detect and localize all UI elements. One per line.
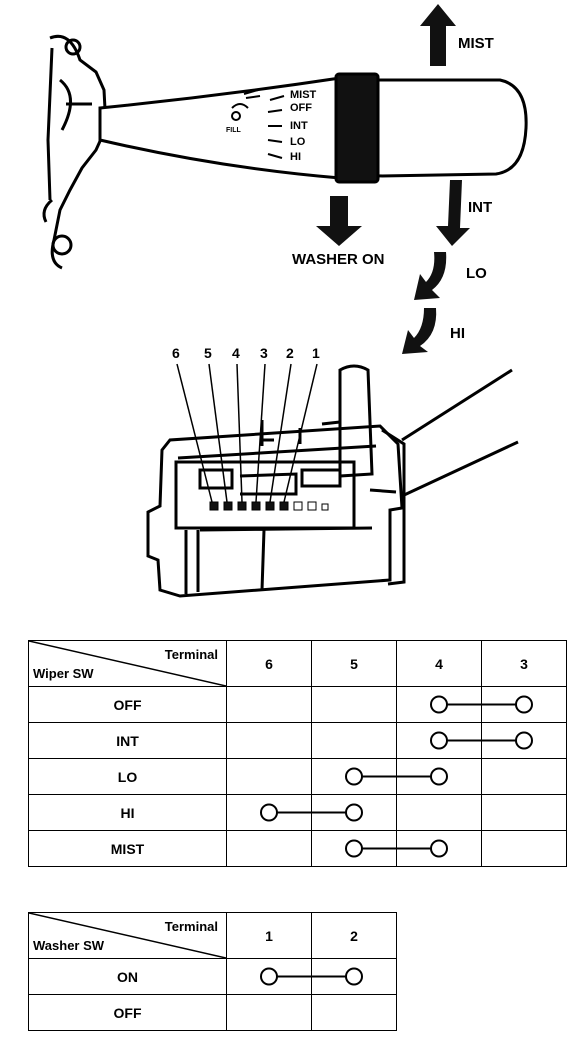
lever-label-lo: LO (290, 136, 306, 148)
label-lo: LO (466, 265, 487, 282)
header-washer-sw-label: Washer SW (33, 938, 105, 953)
label-hi: HI (450, 325, 465, 342)
direction-arrows (316, 4, 470, 354)
terminal-number-4: 4 (232, 345, 240, 361)
connector-body (146, 364, 519, 598)
washer-table-header-row: Terminal Washer SW 1 2 (28, 912, 397, 959)
terminal-number-5: 5 (204, 345, 212, 361)
row-label-mist: MIST (28, 830, 227, 867)
lever-label-off: OFF (290, 102, 312, 114)
terminal-leader-lines (176, 363, 318, 503)
wiper-lever (98, 72, 528, 184)
row-label-lo: LO (28, 758, 227, 795)
switch-diagram: MIST OFF INT LO HI FILL MIST I (42, 4, 528, 598)
row-label-int: INT (28, 722, 227, 759)
terminal-header-1: 1 (226, 912, 312, 959)
connector-pins (209, 501, 329, 511)
terminal-numbers: 6 5 4 3 2 1 (172, 345, 320, 361)
terminal-header-4: 4 (396, 640, 482, 687)
terminal-header-2: 2 (311, 912, 397, 959)
hi-arrow-icon (402, 308, 437, 354)
header-wiper-sw-label: Wiper SW (33, 666, 94, 681)
terminal-header-5: 5 (311, 640, 397, 687)
terminal-number-1: 1 (312, 345, 320, 361)
wiper-table-header-row: Terminal Wiper SW 6 5 4 3 (28, 640, 567, 687)
terminal-number-6: 6 (172, 345, 180, 361)
label-washer-on: WASHER ON (292, 251, 385, 268)
label-int: INT (468, 199, 492, 216)
direction-labels: MIST INT LO HI WASHER ON (292, 35, 494, 342)
header-terminal-label: Terminal (164, 647, 218, 662)
lever-label-mist: MIST (290, 89, 317, 101)
row-label-on: ON (28, 958, 227, 995)
washer-fluid-icon (231, 89, 261, 121)
label-mist: MIST (458, 35, 494, 52)
header-terminal-label: Terminal (164, 919, 218, 934)
mist-arrow-icon (420, 4, 456, 66)
row-label-off: OFF (28, 686, 227, 723)
table-row: ON (28, 958, 397, 995)
lo-arrow-icon (414, 252, 447, 300)
terminal-header-3: 3 (481, 640, 567, 687)
terminal-number-3: 3 (260, 345, 268, 361)
row-label-off: OFF (28, 994, 227, 1031)
table-row: MIST (28, 830, 567, 867)
table-row: OFF (28, 686, 567, 723)
terminal-header-6: 6 (226, 640, 312, 687)
table-row: OFF (28, 994, 397, 1031)
table-row: LO (28, 758, 567, 795)
int-arrow-icon (436, 180, 470, 246)
washer-switch-continuity-table: Terminal Washer SW 1 2 ON OFF (28, 912, 397, 1031)
table-row: INT (28, 722, 567, 759)
washer-on-arrow-icon (316, 196, 362, 246)
wiper-switch-continuity-table: Terminal Wiper SW 6 5 4 3 OFF INT LO HI … (28, 640, 567, 867)
terminal-number-2: 2 (286, 345, 294, 361)
washer-table-corner-header: Terminal Washer SW (28, 912, 227, 959)
lever-label-hi: HI (290, 151, 301, 163)
fill-icon-label: FILL (226, 127, 241, 134)
table-row: HI (28, 794, 567, 831)
wiper-table-corner-header: Terminal Wiper SW (28, 640, 227, 687)
lever-label-int: INT (290, 120, 308, 132)
column-mount (42, 34, 108, 270)
row-label-hi: HI (28, 794, 227, 831)
lever-position-labels: MIST OFF INT LO HI FILL (226, 89, 317, 163)
